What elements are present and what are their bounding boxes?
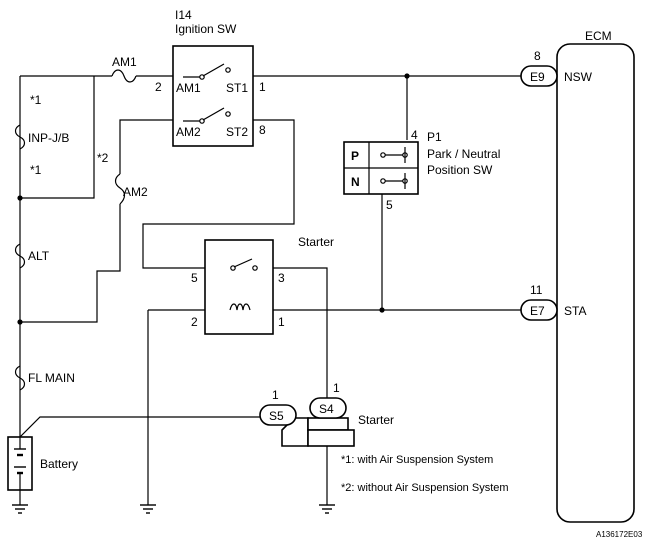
terminal-am1: AM1	[176, 81, 201, 95]
relay-contact-icon	[230, 265, 236, 271]
switch-blade	[202, 63, 225, 77]
marker-star2: *2	[97, 151, 109, 165]
row-p-label: P	[351, 149, 359, 163]
battery: Battery	[7, 436, 78, 491]
ignition-switch-box	[172, 45, 254, 147]
ignition-switch-ref: I14	[175, 8, 192, 22]
pin-number: 1	[272, 388, 279, 402]
marker-star1-top: *1	[30, 93, 42, 107]
connector-e7	[520, 299, 558, 321]
fuse-am2-label: AM2	[123, 185, 148, 199]
junction-dot	[17, 195, 23, 201]
note-star2: *2: without Air Suspension System	[341, 482, 509, 494]
park-neutral-name-line2: Position SW	[427, 163, 493, 177]
starter-relay-box	[204, 239, 274, 335]
pin-number: 2	[191, 315, 198, 329]
pin-number: 5	[191, 271, 198, 285]
starter-motor-body	[307, 417, 349, 431]
pin-number: 2	[155, 80, 162, 94]
terminal-st2: ST2	[226, 125, 248, 139]
junction-dot	[404, 73, 410, 79]
pin-number: 5	[386, 198, 393, 212]
connector-s4	[309, 397, 347, 419]
ground-relay	[140, 504, 156, 514]
fuse-am2: AM2	[114, 173, 148, 205]
starter-motor-body	[307, 429, 355, 447]
alt-branch-wire	[20, 204, 121, 323]
fuse-inp-jb-label: INP-J/B	[28, 131, 69, 145]
legend-notes: *1: with Air Suspension System *2: witho…	[341, 454, 509, 494]
inp-jb-bypass-wire	[20, 76, 95, 199]
junction-dots	[17, 73, 410, 325]
battery-s5-wire	[19, 416, 260, 443]
relay-starter-wire	[261, 267, 328, 398]
park-neutral-ref: P1	[427, 130, 442, 144]
fuse-am1-label: AM1	[112, 55, 137, 69]
connector-s5	[259, 404, 297, 426]
connector-e9-label: E9	[530, 70, 545, 84]
connector-e7-label: E7	[530, 304, 545, 318]
switch-contact-icon	[225, 111, 231, 117]
starter-relay-name: Starter	[298, 235, 334, 249]
terminal-am2: AM2	[176, 125, 201, 139]
fuse-inp-jb: INP-J/B	[14, 124, 69, 150]
starter-motor-name: Starter	[358, 413, 394, 427]
ground-battery	[12, 504, 28, 514]
signal-sta-label: STA	[564, 304, 586, 318]
marker-star1-bottom: *1	[30, 163, 42, 177]
park-neutral-name-line1: Park / Neutral	[427, 147, 500, 161]
relay-contact-icon	[252, 265, 258, 271]
relay-coil-icon	[229, 303, 251, 311]
pin-number: 1	[259, 80, 266, 94]
fuse-alt-label: ALT	[28, 249, 50, 263]
starter-relay: Starter 5 3 2 1	[191, 235, 334, 335]
switch-contact-icon	[225, 67, 231, 73]
row-n-label: N	[351, 175, 360, 189]
connector-s4-label: S4	[319, 402, 334, 416]
switch-blade	[202, 107, 225, 121]
fuse-icon	[14, 243, 26, 269]
signal-nsw-label: NSW	[564, 70, 593, 84]
starter-motor: S5 1 S4 1 Starter	[259, 381, 394, 447]
fuse-icon	[114, 173, 126, 205]
battery-label: Battery	[40, 457, 78, 471]
fuse-icon	[14, 124, 26, 150]
ground-starter	[319, 504, 335, 514]
fuse-alt: ALT	[14, 243, 50, 269]
pin-number: 1	[333, 381, 340, 395]
junction-dot	[17, 319, 23, 325]
ignition-switch-name: Ignition SW	[175, 22, 237, 36]
note-star1: *1: with Air Suspension System	[341, 454, 493, 466]
ignition-switch: I14 Ignition SW AM1 ST1 AM2 ST2 2 1 8	[155, 8, 266, 147]
connector-s5-label: S5	[269, 409, 284, 423]
am2-wire	[119, 119, 173, 174]
figure-id: A136172E03	[596, 530, 643, 539]
switch-contact-icon	[199, 74, 205, 80]
fuse-fl-main: FL MAIN	[14, 365, 75, 391]
fuse-icon	[14, 365, 26, 391]
pin-number: 8	[534, 49, 541, 63]
junction-dot	[379, 307, 385, 313]
ecm: ECM E9 8 NSW E7 11 STA	[520, 29, 635, 523]
terminal-st1: ST1	[226, 81, 248, 95]
st2-relay-wire	[142, 119, 295, 269]
fuse-fl-main-label: FL MAIN	[28, 371, 75, 385]
ecm-title: ECM	[585, 29, 612, 43]
relay-blade	[233, 258, 253, 268]
connector-e9	[520, 65, 558, 87]
park-neutral-switch: P N 4 5 P1 Park / Neutral Position SW	[343, 128, 500, 212]
ecm-box	[556, 43, 635, 523]
pin-number: 4	[411, 128, 418, 142]
fuse-icon	[111, 69, 137, 83]
pin-number: 11	[530, 283, 543, 297]
pin-number: 1	[278, 315, 285, 329]
fuse-am1: AM1	[111, 55, 137, 83]
pin-number: 3	[278, 271, 285, 285]
switch-contact-icon	[199, 118, 205, 124]
pin-number: 8	[259, 123, 266, 137]
